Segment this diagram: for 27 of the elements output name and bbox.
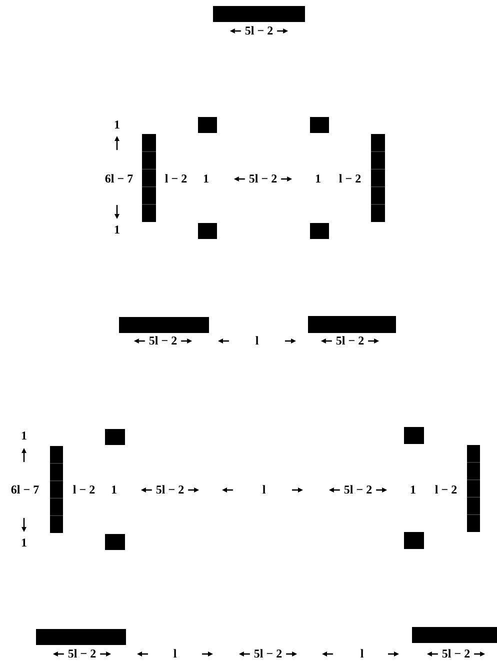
dimension-label: 1 <box>21 430 27 442</box>
dimension-label: l <box>262 484 266 496</box>
dimension-label: l <box>360 648 364 660</box>
dimension-label: 1 <box>114 118 120 132</box>
dimension-label: 5l − 2 <box>248 172 278 186</box>
dimension-label: 1 <box>410 484 416 496</box>
dimension-label: 5l − 2 <box>254 648 282 660</box>
dimension-label: 5l − 2 <box>68 648 96 660</box>
dimension-label: l − 2 <box>434 484 458 496</box>
dimension-label: l − 2 <box>164 172 188 186</box>
dimension-label: l <box>173 648 177 660</box>
dimension-label: l <box>255 334 259 348</box>
dimension-label: l − 2 <box>338 172 362 186</box>
dimension-label: 1 <box>315 172 321 186</box>
dimension-label: 5l − 2 <box>148 334 178 348</box>
dimension-label: 1 <box>203 172 209 186</box>
dimension-label: 5l − 2 <box>442 648 470 660</box>
dimension-label: 5l − 2 <box>244 24 274 38</box>
dimension-label: 1 <box>114 224 120 236</box>
dimension-label: 5l − 2 <box>156 484 184 496</box>
dimension-label: 1 <box>21 536 27 550</box>
dimension-label: 5l − 2 <box>336 334 364 348</box>
dimension-label: l − 2 <box>72 484 96 496</box>
dimension-label: 6l − 7 <box>10 484 40 496</box>
dimension-label: 6l − 7 <box>104 172 134 186</box>
dimension-label: 5l − 2 <box>344 484 372 496</box>
dimension-label: 1 <box>111 484 117 496</box>
